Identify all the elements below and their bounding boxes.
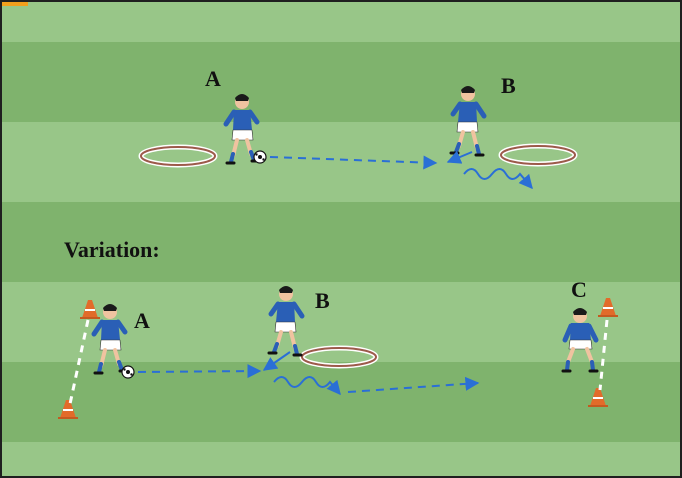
dribble-path-top <box>463 168 533 190</box>
pass-arrow-variation <box>137 364 262 379</box>
stripe-3 <box>2 202 680 282</box>
hoop-right-inner <box>500 145 576 165</box>
stripe-1 <box>2 42 680 122</box>
label-b-variation: B <box>315 288 330 313</box>
cone-line-right <box>598 319 609 391</box>
ball-top <box>253 150 267 164</box>
label-a-top: A <box>205 66 221 91</box>
stripe-6 <box>2 442 680 476</box>
corner-tab <box>2 2 28 6</box>
ball-variation <box>121 365 135 379</box>
cone-line-left <box>68 319 90 405</box>
stripe-5 <box>2 362 680 442</box>
variation-title: Variation: <box>64 237 160 262</box>
receive-arrow-variation <box>262 351 291 371</box>
label-c-variation: C <box>571 277 587 302</box>
hoop-left-inner <box>140 146 216 166</box>
label-b-top: B <box>501 73 516 98</box>
hoop-variation-inner <box>301 347 377 367</box>
stripe-2 <box>2 122 680 202</box>
dribble-path-variation <box>273 376 341 396</box>
label-a-variation: A <box>134 308 150 333</box>
receive-arrow-top <box>446 150 473 164</box>
run-arrow-variation <box>347 376 480 393</box>
stripe-0 <box>2 2 680 42</box>
